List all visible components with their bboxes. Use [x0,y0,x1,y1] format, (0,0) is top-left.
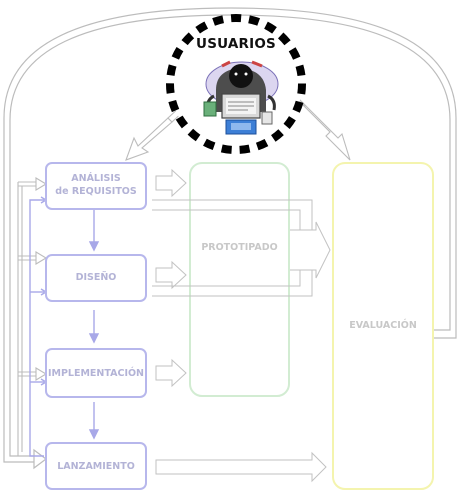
prototyping-label: PROTOTIPADO [201,242,278,253]
stage-box-design [45,254,147,302]
stage-label-analysis-line1: ANÁLISIS [71,173,121,184]
users-title: USUARIOS [196,36,276,52]
stage-down-arrows [88,205,100,440]
prototyping-column [189,162,290,397]
stage-feedback-line [29,196,48,457]
feedback-loop-arrow [3,7,457,470]
stage-label-analysis: ANÁLISIS de REQUISITOS [46,172,146,198]
stage-box-launch [45,442,147,490]
stage-box-analysis [45,162,147,210]
evaluation-label: EVALUACIÓN [349,320,417,331]
launch-to-evaluation-arrow [155,451,327,483]
stage-to-evaluation-lines [152,199,331,297]
stage-to-prototype-arrows [155,168,187,388]
stage-label-implementation: IMPLEMENTACIÓN [47,368,145,379]
stage-box-implementation [45,348,147,398]
stage-label-design: DISEÑO [75,272,117,283]
stage-label-launch: LANZAMIENTO [57,461,135,472]
left-feed-arrows [17,177,48,456]
evaluation-column [332,162,434,490]
person-computer-icon [203,60,279,135]
stage-label-analysis-line2: de REQUISITOS [55,186,137,197]
